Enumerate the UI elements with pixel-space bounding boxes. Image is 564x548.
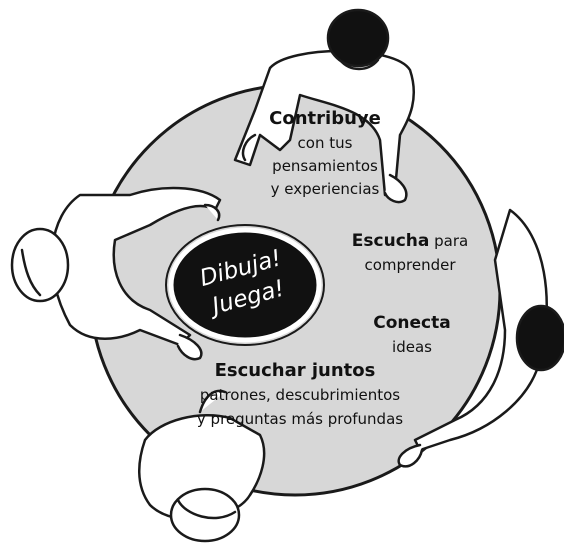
center-badge: Dibuja! Juega! [165, 224, 325, 346]
escucha-line-2: comprender [364, 256, 456, 274]
contribuye-line-2: con tus [298, 134, 353, 152]
person-right-icon [397, 208, 564, 468]
conecta-heading: Conecta [373, 313, 450, 333]
juntos-line-2: patrones, descubrimientos [200, 386, 400, 404]
escucha-heading: Escucha [352, 231, 430, 251]
juntos-line-3: y preguntas más profundas [197, 410, 403, 428]
escucha-tail: para [429, 232, 468, 250]
person-top-icon [233, 8, 415, 204]
person-left-icon [10, 186, 222, 361]
escucha-block: Escucha para comprender [352, 231, 468, 274]
contribuye-heading: Contribuye [269, 108, 381, 129]
contribuye-block: Contribuye con tus pensamientos y experi… [269, 108, 381, 198]
juntos-heading: Escuchar juntos [215, 360, 376, 381]
conecta-block: Conecta ideas [373, 313, 450, 356]
conecta-line-2: ideas [392, 338, 432, 356]
center-badge-shape [168, 227, 322, 343]
juntos-block: Escuchar juntos patrones, descubrimiento… [197, 360, 403, 428]
contribuye-line-3: pensamientos [272, 157, 378, 175]
contribuye-line-4: y experiencias [271, 180, 380, 198]
person-bottom-icon [138, 389, 266, 543]
escucha-line-1: Escucha para [352, 231, 468, 251]
